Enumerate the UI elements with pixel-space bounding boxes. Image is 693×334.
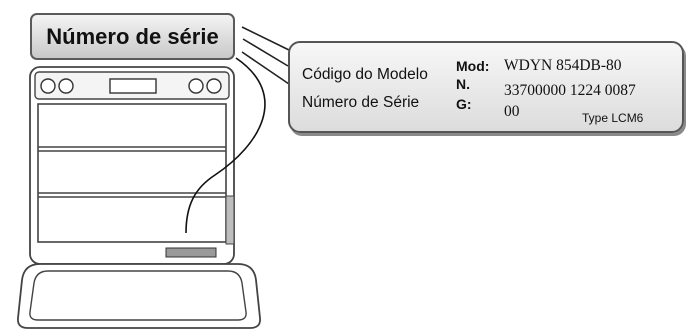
open-door	[17, 263, 261, 329]
pointer-curve	[185, 57, 266, 234]
g-key: G:	[456, 96, 472, 112]
serial-label-location	[165, 247, 217, 258]
display-window	[109, 78, 157, 94]
model-code-label: Código do Modelo	[302, 66, 428, 83]
n-value: 33700000 1224 0087	[504, 82, 636, 99]
serial-number-label: Número de Série	[302, 94, 420, 111]
pointer-line-bottom	[241, 51, 290, 85]
dishwasher-body	[29, 57, 266, 265]
pointer-line-top	[241, 26, 290, 51]
type-text: Type LCM6	[582, 111, 644, 125]
n-key: N.	[456, 76, 470, 92]
inner-tub	[37, 103, 227, 243]
knob-icon	[58, 78, 74, 94]
mod-value: WDYN 854DB-80	[504, 57, 622, 74]
pointer-line-middle	[242, 38, 289, 67]
knob-icon	[188, 78, 204, 94]
mod-key: Mod:	[456, 58, 490, 74]
rating-label-plate	[288, 41, 684, 133]
knob-icon	[206, 78, 222, 94]
knob-icon	[40, 78, 56, 94]
hinge-strip	[225, 195, 235, 245]
serial-number-title: Número de série	[30, 13, 235, 60]
g-value: 00	[504, 103, 520, 120]
